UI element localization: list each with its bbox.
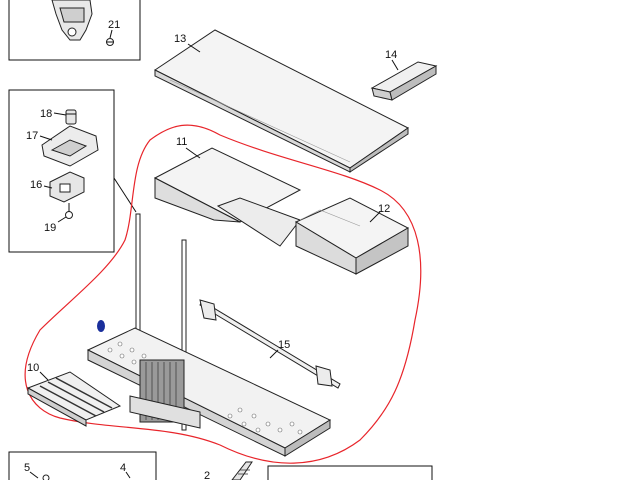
callout-19: 19	[44, 222, 56, 234]
part-16-clip[interactable]	[49, 171, 85, 203]
callout-15: 15	[278, 339, 290, 351]
callout-14: 14	[385, 49, 397, 61]
part-19-screw[interactable]	[65, 203, 73, 219]
callout-11: 11	[176, 136, 187, 148]
callout-18: 18	[40, 108, 52, 120]
part-17-holder[interactable]	[41, 125, 99, 167]
callout-16: 16	[30, 179, 42, 191]
selected-part-marker[interactable]	[97, 320, 105, 332]
callout-4: 4	[120, 462, 126, 474]
callout-5: 5	[24, 462, 30, 474]
part-13-top-panel[interactable]	[154, 29, 409, 173]
inset-box-top-left: 21	[8, 0, 141, 61]
seat-frame-tray[interactable]	[86, 327, 332, 457]
part-15-rail[interactable]	[199, 299, 341, 389]
inset-box-bottom-left: 5 4	[8, 451, 157, 480]
inset-box-left: 18 17 16 19	[8, 89, 115, 253]
bracket-part[interactable]	[51, 0, 93, 41]
part-10-grate[interactable]	[26, 371, 122, 427]
callout-12: 12	[378, 203, 390, 215]
part-11-cushion[interactable]	[153, 147, 302, 247]
callout-10: 10	[27, 362, 39, 374]
part-14-bar[interactable]	[370, 61, 438, 101]
callout-17: 17	[26, 130, 38, 142]
part-5-fastener[interactable]	[42, 474, 50, 480]
part-2-bracket[interactable]	[231, 461, 253, 480]
part-18-plug[interactable]	[65, 109, 77, 125]
inset-box-bottom-right: 2	[204, 461, 433, 480]
highlight-outline	[24, 124, 422, 464]
callout-13: 13	[174, 33, 186, 45]
inset-leader-line	[113, 177, 137, 213]
part-21-screw[interactable]	[106, 38, 114, 46]
callout-21: 21	[108, 19, 120, 31]
callout-2: 2	[204, 470, 210, 480]
part-12-cushion[interactable]	[294, 197, 410, 275]
